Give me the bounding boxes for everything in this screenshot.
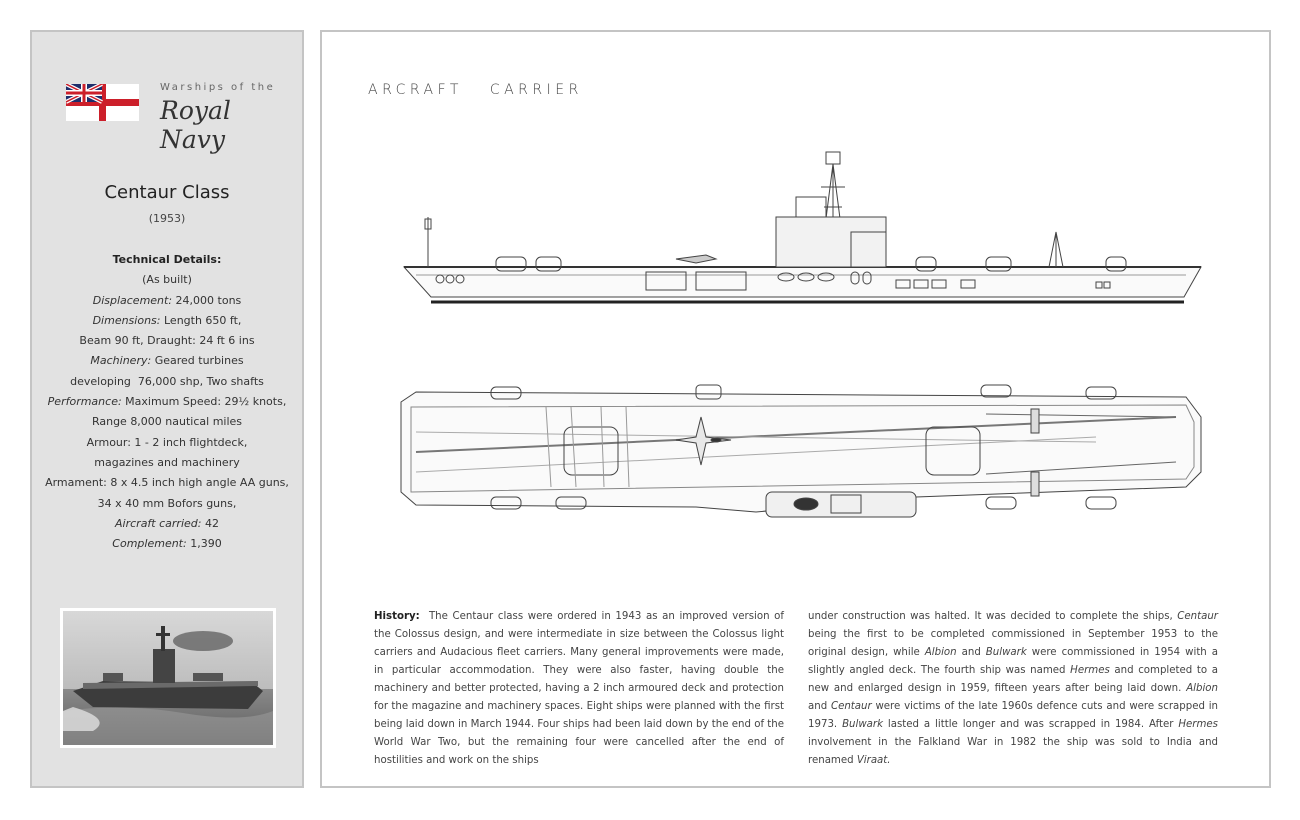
history-column-1: History: The Centaur class were ordered … — [374, 608, 784, 770]
brand-title: Royal Navy — [160, 96, 231, 154]
ship-plan-view-drawing — [400, 384, 1202, 518]
spec-armament-2: 34 x 40 mm Bofors guns, — [97, 496, 237, 510]
technical-details: Technical Details: (As built) Displaceme… — [42, 250, 292, 554]
spec-machinery: Machinery: Geared turbines — [90, 354, 244, 368]
main-panel: ARCRAFT CARRIER — [320, 30, 1271, 788]
spec-displacement: Displacement: 24,000 tons — [92, 293, 242, 307]
spec-performance-2: Range 8,000 nautical miles — [91, 415, 243, 429]
ship-side-elevation-drawing — [402, 151, 1202, 304]
specs-as-built: (As built) — [142, 273, 192, 287]
spec-armament-1: Armament: 8 x 4.5 inch high angle AA gun… — [45, 476, 289, 490]
white-ensign-flag-icon — [66, 84, 139, 121]
history-label: History: — [374, 611, 420, 622]
spec-aircraft: Aircraft carried: 42 — [115, 516, 219, 530]
spec-complement: Complement: 1,390 — [112, 537, 222, 551]
history-column-2: under construction was halted. It was de… — [808, 611, 1219, 766]
spec-machinery-2: developing 76,000 shp, Two shafts — [70, 374, 264, 388]
spec-dimensions: Dimensions: Length 650 ft, — [92, 313, 242, 327]
specs-heading: Technical Details: — [112, 253, 222, 266]
history-text-1: The Centaur class were ordered in 1943 a… — [374, 611, 784, 766]
spec-performance: Performance: Maximum Speed: 29½ knots, — [47, 395, 287, 409]
ship-class-name: Centaur Class — [104, 182, 230, 203]
ship-year: (1953) — [148, 212, 186, 225]
spec-dimensions-2: Beam 90 ft, Draught: 24 ft 6 ins — [79, 334, 255, 348]
spec-armour-2: magazines and machinery — [94, 455, 240, 469]
sidebar-panel: Warships of the Royal Navy Centaur Class… — [30, 30, 304, 788]
page-title: ARCRAFT CARRIER — [368, 82, 583, 98]
brand-subtitle: Warships of the — [160, 82, 276, 93]
ship-photo — [60, 608, 276, 748]
spec-armour-1: Armour: 1 - 2 inch flightdeck, — [86, 435, 248, 449]
